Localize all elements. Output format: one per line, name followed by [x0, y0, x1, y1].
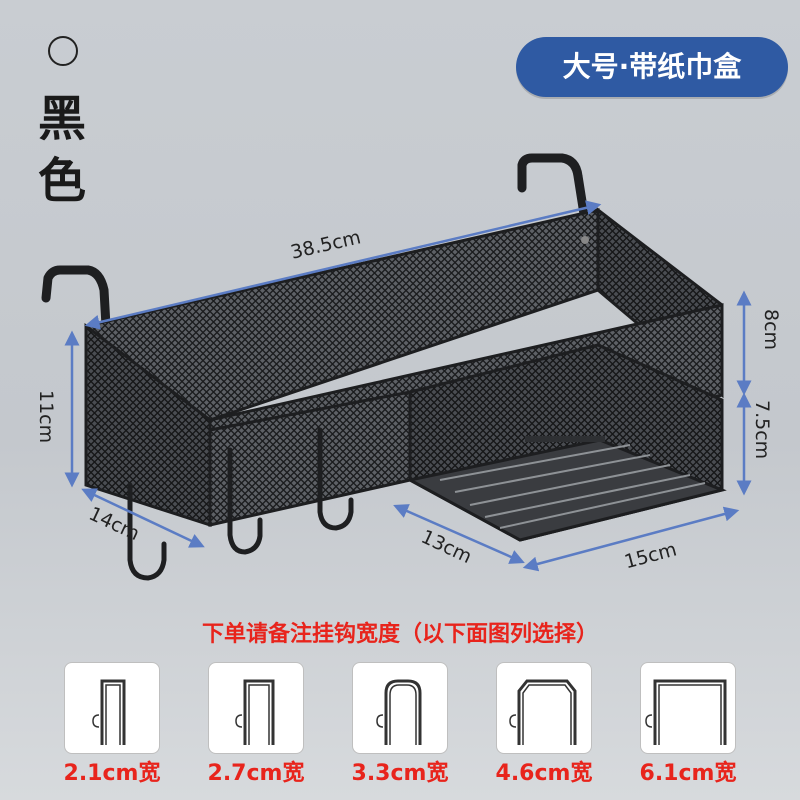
size-badge: 大号·带纸巾盒 — [516, 37, 788, 97]
hook-option-6-1cm[interactable] — [640, 662, 736, 754]
hook-shape-icon — [509, 679, 577, 745]
hook-option-3-3cm[interactable] — [352, 662, 448, 754]
dim-length-label: 38.5cm — [289, 226, 363, 263]
color-label: 黑色 — [38, 91, 87, 209]
dim-lower-height-label: 7.5cm — [751, 400, 773, 459]
hook-shape-icon — [645, 679, 727, 745]
dim-height-label: 11cm — [35, 390, 57, 443]
hook-width-label: 6.1cm宽 — [639, 761, 737, 786]
dim-tissue-length-label: 15cm — [622, 538, 679, 573]
dim-upper-height-label: 8cm — [760, 309, 782, 350]
hook-option-2-1cm[interactable] — [64, 662, 160, 754]
dim-tissue-width-label: 13cm — [418, 526, 475, 568]
hook-shape-icon — [235, 679, 275, 745]
hook-shape-icon — [376, 679, 422, 745]
order-note: 下单请备注挂钩宽度（以下面图列选择） — [201, 622, 598, 647]
hook-width-label: 2.1cm宽 — [63, 761, 161, 786]
dim-depth-label: 14cm — [85, 503, 142, 545]
hook-shape-icon — [92, 679, 126, 745]
color-option-radio[interactable] — [48, 36, 78, 66]
hook-width-label: 2.7cm宽 — [207, 761, 305, 786]
hook-width-label: 3.3cm宽 — [351, 761, 449, 786]
hook-width-label: 4.6cm宽 — [495, 761, 593, 786]
hook-option-2-7cm[interactable] — [208, 662, 304, 754]
bottom-hooks — [127, 427, 354, 581]
hook-option-4-6cm[interactable] — [496, 662, 592, 754]
product-illustration: 38.5cm 11cm 14cm 13cm 15cm 8cm 7.5cm — [35, 153, 782, 581]
